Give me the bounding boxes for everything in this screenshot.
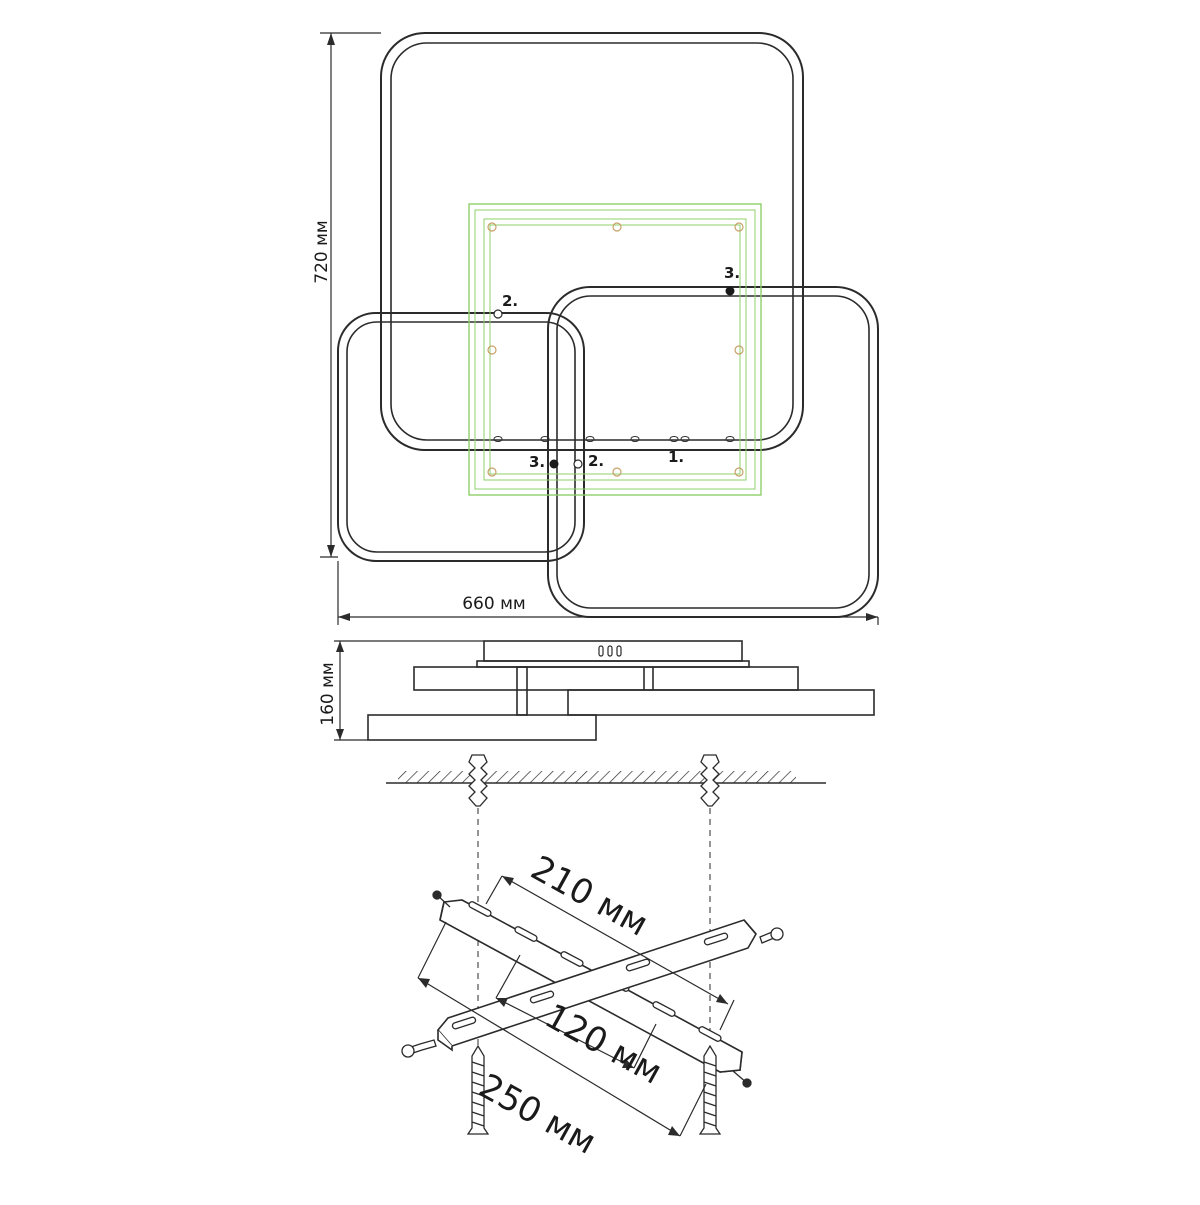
screw-right	[759, 927, 784, 944]
dimension-160	[334, 640, 484, 741]
callout-3-upper: 3.	[724, 264, 740, 282]
screw-left	[401, 1039, 437, 1058]
callout-1: 1.	[668, 448, 684, 466]
point-3-upper	[725, 286, 735, 296]
base-plate-screw-holes	[487, 222, 744, 477]
side-view	[334, 640, 875, 741]
dimension-250	[417, 921, 707, 1137]
label-660: 660 мм	[462, 594, 526, 614]
bracket-120	[436, 919, 757, 1052]
top-view	[320, 32, 879, 625]
bracket-120-slots	[451, 932, 729, 1030]
long-screw-left	[466, 1044, 490, 1135]
callout-2-lower: 2.	[588, 452, 604, 470]
base-plate	[468, 203, 762, 496]
point-2-upper	[493, 309, 503, 319]
dimension-720	[320, 32, 381, 558]
dimension-210	[485, 875, 735, 1031]
point-3-lower	[549, 459, 559, 469]
screw-top-left	[432, 890, 451, 908]
upper-frame	[380, 32, 804, 451]
bracket-screws	[401, 890, 784, 1088]
label-720: 720 мм	[312, 220, 332, 284]
ceiling-section	[386, 771, 826, 784]
label-160: 160 мм	[318, 662, 338, 726]
hole-row	[493, 436, 735, 442]
callout-3-lower: 3.	[529, 453, 545, 471]
label-210: 210 мм	[524, 848, 654, 945]
long-screw-right	[698, 1044, 722, 1135]
side-view-slots	[598, 645, 622, 657]
wall-anchor-left	[468, 754, 488, 807]
dimension-660	[337, 561, 879, 625]
dimension-120	[495, 954, 657, 1069]
label-250: 250 мм	[472, 1066, 602, 1163]
left-frame	[337, 312, 585, 562]
wall-anchor-right	[700, 754, 720, 807]
point-2-lower	[573, 459, 583, 469]
callout-2-upper: 2.	[502, 292, 518, 310]
screw-bottom-right	[732, 1070, 752, 1088]
